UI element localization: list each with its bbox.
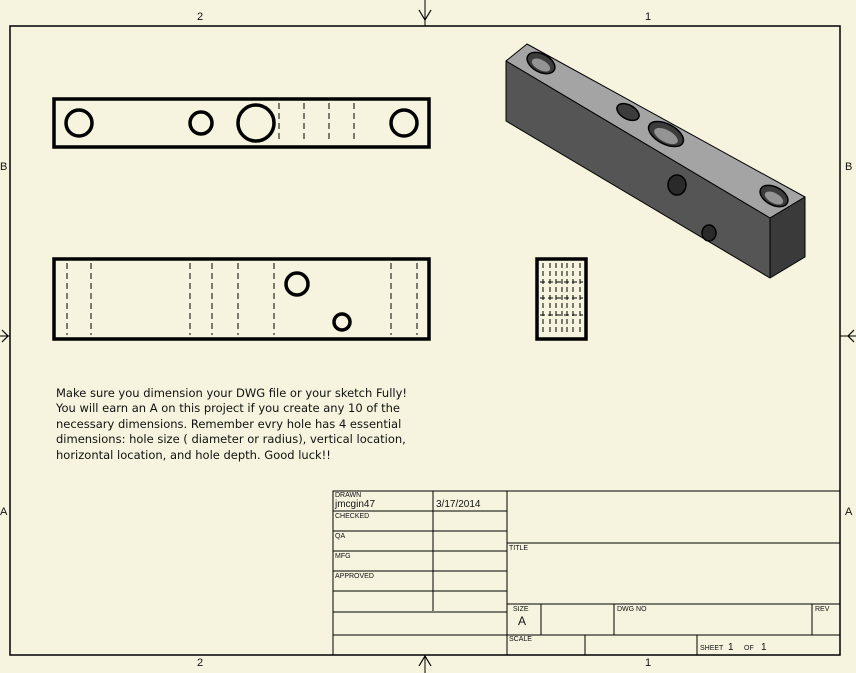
front-hole-1	[284, 271, 310, 297]
note-line: necessary dimensions. Remember evry hole…	[56, 416, 402, 431]
sheet-label: SHEET	[700, 645, 724, 652]
side-view-outline	[535, 257, 588, 341]
drawn-label: DRAWN	[335, 492, 362, 499]
front-hole-2	[332, 312, 352, 332]
front-view-hidden-lines	[66, 263, 418, 335]
qa-label: QA	[335, 533, 346, 540]
drawn-date-value: 3/17/2014	[436, 499, 481, 510]
title-block	[332, 490, 841, 656]
isometric-view	[505, 43, 806, 279]
note-line: You will earn an A on this project if yo…	[56, 401, 400, 416]
zone-label-bottom-1: 1	[645, 657, 652, 669]
top-view-hidden-lines	[278, 103, 355, 143]
top-hole-1	[64, 108, 94, 138]
zone-label-right-a: A	[845, 506, 853, 518]
iso-hole-6	[701, 224, 717, 242]
size-label: SIZE	[513, 606, 529, 613]
rev-label: REV	[815, 606, 830, 613]
note-line: Make sure you dimension your DWG file or…	[56, 386, 408, 400]
centering-marks	[1, 9, 855, 667]
top-hole-2	[188, 110, 214, 136]
scale-label: SCALE	[509, 636, 532, 643]
zone-label-left-a: A	[0, 506, 8, 518]
sheet-number: 1	[728, 642, 734, 653]
iso-end-face	[769, 196, 806, 279]
zone-label-left-b: B	[0, 161, 8, 173]
dwg-no-label: DWG NO	[617, 606, 647, 613]
note-line: dimensions: hole size ( diameter or radi…	[56, 432, 406, 447]
side-view	[535, 257, 588, 341]
side-view-hidden-lines	[540, 263, 583, 335]
checked-label: CHECKED	[335, 513, 370, 520]
drawn-by-value: jmcgin47	[335, 499, 376, 510]
zone-label-top-1: 1	[645, 11, 652, 23]
front-view	[52, 257, 431, 341]
zone-label-bottom-2: 2	[197, 657, 204, 669]
iso-hole-5	[667, 174, 687, 196]
iso-hole-2	[616, 102, 640, 122]
size-value: A	[518, 614, 527, 628]
top-view	[52, 97, 431, 149]
top-view-outline	[52, 97, 431, 149]
title-label: TITLE	[509, 545, 529, 552]
zone-label-top-2: 2	[197, 11, 204, 23]
mfg-label: MFG	[335, 553, 351, 560]
approved-label: APPROVED	[335, 573, 374, 580]
front-view-outline	[52, 257, 431, 341]
of-label: OF	[744, 645, 754, 652]
instruction-note: Make sure you dimension your DWG file or…	[56, 386, 436, 463]
zone-label-right-b: B	[845, 161, 853, 173]
top-hole-3	[236, 103, 276, 143]
sheet-total: 1	[761, 642, 767, 653]
note-line: horizontal location, and hole depth. Goo…	[56, 447, 331, 462]
top-hole-4	[389, 108, 419, 138]
